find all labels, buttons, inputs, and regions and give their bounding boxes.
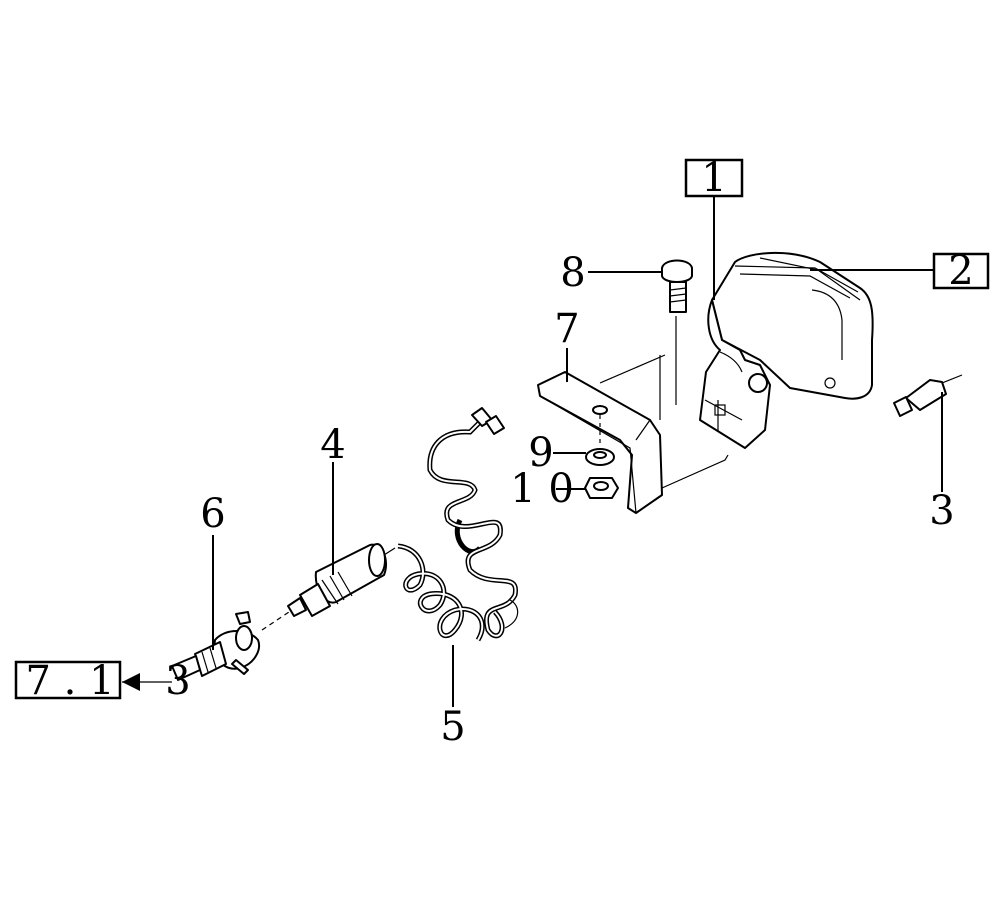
callout-9-label: 9 bbox=[528, 430, 553, 476]
callout-8-label: 8 bbox=[560, 250, 585, 296]
callout-3-label: 3 bbox=[929, 488, 954, 534]
cross-reference-label: 7 . 1 bbox=[25, 658, 114, 704]
cross-reference-suffix: 3 bbox=[165, 658, 190, 704]
leader-lines bbox=[122, 196, 943, 707]
bolt bbox=[661, 259, 693, 313]
callout-7-label: 7 bbox=[554, 306, 579, 352]
washer bbox=[585, 448, 615, 466]
callout-10-label: 1 0 bbox=[510, 466, 574, 512]
lamp-housing bbox=[711, 252, 874, 400]
cross-reference: 7 . 1 3 bbox=[14, 658, 191, 704]
callout-2: 2 bbox=[932, 248, 990, 294]
callout-4-label: 4 bbox=[320, 422, 345, 468]
mounting-bracket bbox=[537, 316, 729, 514]
callout-6-label: 6 bbox=[200, 491, 225, 537]
bulb bbox=[893, 374, 963, 417]
coiled-cable bbox=[397, 407, 519, 642]
socket bbox=[171, 609, 293, 681]
reference-arrow-icon bbox=[122, 673, 140, 691]
plug bbox=[287, 543, 396, 617]
nut bbox=[584, 477, 619, 499]
callout-1: 1 bbox=[684, 155, 744, 201]
callout-1-label: 1 bbox=[701, 155, 726, 201]
callout-5-label: 5 bbox=[440, 704, 465, 750]
lamp-body bbox=[699, 299, 771, 449]
callout-2-label: 2 bbox=[948, 248, 973, 294]
